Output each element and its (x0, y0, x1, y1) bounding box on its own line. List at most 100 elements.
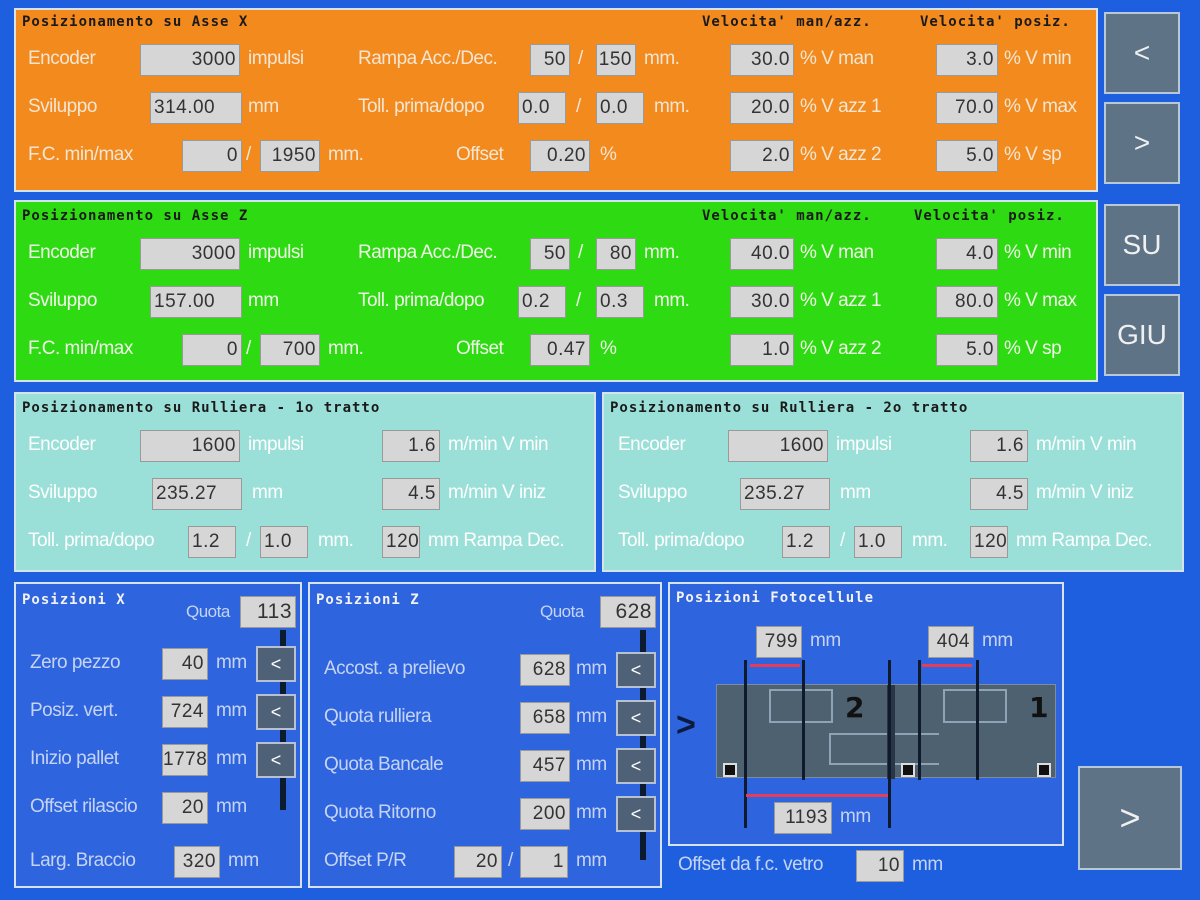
rampa-dec-label: mm Rampa Dec. (428, 530, 565, 551)
offset-pr-label: Offset P/R (324, 850, 407, 871)
offset-field[interactable]: 0.20 (530, 140, 590, 172)
toll-prima-field[interactable]: 1.2 (782, 526, 830, 558)
fc-min-field[interactable]: 0 (182, 140, 242, 172)
pos-z-unit: mm (576, 754, 607, 775)
pos-x-unit: mm (216, 652, 247, 673)
toll-dopo-field[interactable]: 1.0 (260, 526, 308, 558)
pos-x-unit: mm (216, 700, 247, 721)
pos-z-label: Quota Ritorno (324, 802, 436, 823)
set-zero-pezzo-button[interactable]: < (256, 646, 296, 682)
v-azz1-label: % V azz 1 (800, 96, 882, 117)
offset-field[interactable]: 0.47 (530, 334, 590, 366)
encoder-field[interactable]: 3000 (140, 238, 240, 270)
pos-z-label: Quota Bancale (324, 754, 444, 775)
v-iniz-field[interactable]: 4.5 (970, 478, 1028, 510)
fotocellula-bottom-unit: mm (840, 806, 871, 827)
fotocellula-right-field[interactable]: 404 (928, 626, 974, 658)
v-min-field[interactable]: 4.0 (936, 238, 998, 270)
toll-dopo-field[interactable]: 0.3 (596, 286, 644, 318)
offset-unit: % (600, 338, 617, 359)
sviluppo-field[interactable]: 157.00 (150, 286, 242, 318)
offset-fc-vetro-label: Offset da f.c. vetro (678, 854, 823, 875)
toll-prima-field[interactable]: 0.0 (518, 92, 566, 124)
fotocellula-left-field[interactable]: 799 (756, 626, 802, 658)
encoder-field[interactable]: 1600 (728, 430, 828, 462)
set-quota-bancale-button[interactable]: < (616, 748, 656, 784)
pos-x-field[interactable]: 1778 (162, 744, 208, 776)
sviluppo-field[interactable]: 235.27 (740, 478, 830, 510)
pos-x-unit: mm (228, 850, 259, 871)
chevron-right-icon[interactable]: > (676, 706, 696, 744)
v-min-field[interactable]: 3.0 (936, 44, 998, 76)
divider-center (887, 685, 895, 779)
v-min-field[interactable]: 1.6 (382, 430, 440, 462)
v-azz1-field[interactable]: 20.0 (730, 92, 794, 124)
axis-z-title: Posizionamento su Asse Z (22, 208, 249, 224)
slash: / (576, 96, 581, 117)
sviluppo-unit: mm (840, 482, 871, 503)
axis-z-header-pos: Velocita' posiz. (914, 208, 1065, 224)
v-azz2-field[interactable]: 2.0 (730, 140, 794, 172)
fotocellula-bottom-field[interactable]: 1193 (774, 802, 832, 834)
pos-z-field[interactable]: 658 (520, 702, 570, 734)
slash: / (246, 338, 251, 359)
rampa-dec-field[interactable]: 150 (596, 44, 636, 76)
v-man-field[interactable]: 40.0 (730, 238, 794, 270)
rampa-acc-field[interactable]: 50 (530, 238, 570, 270)
pos-z-field[interactable]: 200 (520, 798, 570, 830)
v-max-field[interactable]: 70.0 (936, 92, 998, 124)
pos-x-field[interactable]: 20 (162, 792, 208, 824)
rampa-dec-field[interactable]: 80 (596, 238, 636, 270)
pos-x-field[interactable]: 40 (162, 648, 208, 680)
prev-page-button[interactable]: < (1104, 12, 1180, 94)
offset-r-field[interactable]: 1 (520, 846, 568, 878)
toll-dopo-field[interactable]: 1.0 (854, 526, 902, 558)
v-sp-field[interactable]: 5.0 (936, 334, 998, 366)
rampa-acc-field[interactable]: 50 (530, 44, 570, 76)
set-quota-rulliera-button[interactable]: < (616, 700, 656, 736)
giu-button[interactable]: GIU (1104, 294, 1180, 376)
pos-z-field[interactable]: 628 (520, 654, 570, 686)
pos-x-label: Inizio pallet (30, 748, 119, 769)
v-sp-field[interactable]: 5.0 (936, 140, 998, 172)
set-posiz-vert-button[interactable]: < (256, 694, 296, 730)
v-min-field[interactable]: 1.6 (970, 430, 1028, 462)
toll-dopo-field[interactable]: 0.0 (596, 92, 644, 124)
slash: / (578, 48, 583, 69)
slash: / (246, 530, 251, 551)
pos-x-field[interactable]: 320 (174, 846, 220, 878)
toll-prima-field[interactable]: 0.2 (518, 286, 566, 318)
fc-max-field[interactable]: 700 (260, 334, 320, 366)
encoder-field[interactable]: 3000 (140, 44, 240, 76)
su-button[interactable]: SU (1104, 204, 1180, 286)
fc-min-field[interactable]: 0 (182, 334, 242, 366)
pos-z-scrollbar[interactable] (640, 630, 646, 860)
sviluppo-field[interactable]: 235.27 (152, 478, 242, 510)
v-man-field[interactable]: 30.0 (730, 44, 794, 76)
encoder-label: Encoder (28, 434, 96, 455)
next-screen-button[interactable]: > (1078, 766, 1182, 870)
rampa-dec-field[interactable]: 120 (382, 526, 420, 558)
pos-x-field[interactable]: 724 (162, 696, 208, 728)
sviluppo-field[interactable]: 314.00 (150, 92, 242, 124)
set-inizio-pallet-button[interactable]: < (256, 742, 296, 778)
offset-fc-vetro-field[interactable]: 10 (856, 850, 904, 882)
toll-label: Toll. prima/dopo (618, 530, 745, 551)
encoder-field[interactable]: 1600 (140, 430, 240, 462)
toll-prima-field[interactable]: 1.2 (188, 526, 236, 558)
v-iniz-field[interactable]: 4.5 (382, 478, 440, 510)
v-azz2-field[interactable]: 1.0 (730, 334, 794, 366)
set-accost-prelievo-button[interactable]: < (616, 652, 656, 688)
rampa-dec-field[interactable]: 120 (970, 526, 1008, 558)
fotocellule-title: Posizioni Fotocellule (676, 590, 875, 606)
offset-p-field[interactable]: 20 (454, 846, 502, 878)
quota-label: Quota (186, 602, 230, 621)
set-quota-ritorno-button[interactable]: < (616, 796, 656, 832)
pos-x-title: Posizioni X (22, 592, 126, 608)
dim-line (918, 660, 921, 780)
v-azz1-field[interactable]: 30.0 (730, 286, 794, 318)
next-page-button[interactable]: > (1104, 102, 1180, 184)
pos-z-field[interactable]: 457 (520, 750, 570, 782)
fc-max-field[interactable]: 1950 (260, 140, 320, 172)
v-max-field[interactable]: 80.0 (936, 286, 998, 318)
